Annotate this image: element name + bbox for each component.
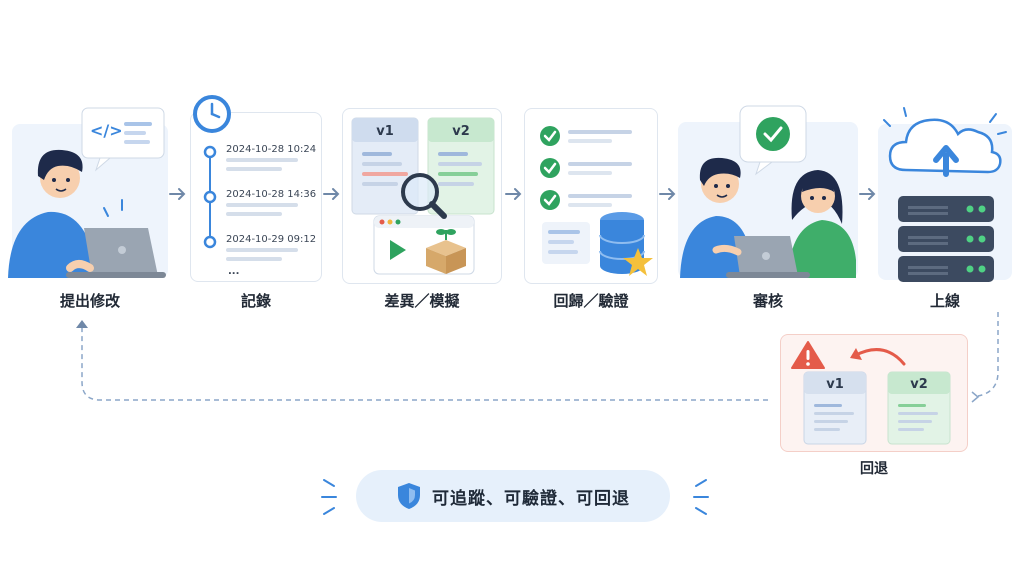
warning-icon [791,341,825,369]
log-timestamp: 2024-10-28 10:24 [226,144,316,155]
approval-bubble-icon [739,105,807,176]
arrow-right-icon [323,188,340,200]
star-icon [623,248,653,276]
cloud-upload-icon [883,107,1007,177]
rollback-version-left: v1 [826,377,844,392]
step-record-card [190,112,322,282]
magnifier-icon [401,173,447,219]
step-label-submit: 提出修改 [59,292,120,310]
rollback-illustration: v1 v2 [791,341,951,445]
sparkle-left-icon [321,479,337,515]
verify-illustration [540,126,653,276]
diff-version-left: v1 [376,124,394,139]
arrow-right-icon [169,188,186,200]
step-label-record: 記錄 [240,292,271,310]
log-more: ... [228,266,239,277]
step-label-deploy: 上線 [929,292,960,310]
clock-icon [193,95,231,133]
log-timestamp: 2024-10-29 09:12 [226,234,316,245]
check-icon [540,126,560,146]
box-icon [426,229,466,274]
svg-text:</>: </> [90,121,123,140]
sparkle-right-icon [693,479,709,515]
check-icon [540,158,560,178]
arrow-up-icon [76,320,88,328]
play-icon [390,240,406,260]
developer-illustration: </> [8,107,166,278]
arrow-right-icon [859,188,876,200]
log-timestamp: 2024-10-28 14:36 [226,189,316,200]
deploy-illustration [883,107,1007,282]
banner-text: 可追蹤、可驗證、可回退 [432,488,630,509]
undo-arrow-icon [850,348,862,360]
arrow-right-icon [505,188,522,200]
diff-illustration: v1 v2 [351,117,495,275]
step-label-diff: 差異／模擬 [384,292,460,310]
rollback-label: 回退 [860,461,888,477]
review-illustration [680,105,856,278]
arrow-right-icon [659,188,676,200]
summary-banner: 可追蹤、可驗證、可回退 [356,470,670,522]
step-label-verify: 回歸／驗證 [553,292,629,310]
server-icon [898,196,994,282]
check-icon [540,190,560,210]
step-label-review: 審核 [752,292,783,310]
rollback-version-right: v2 [910,377,928,392]
log-timeline: 2024-10-28 10:24 2024-10-28 14:36 2024-1… [193,95,316,277]
diff-version-right: v2 [452,124,470,139]
shield-icon [398,483,420,509]
code-bubble-icon: </> [81,107,165,172]
